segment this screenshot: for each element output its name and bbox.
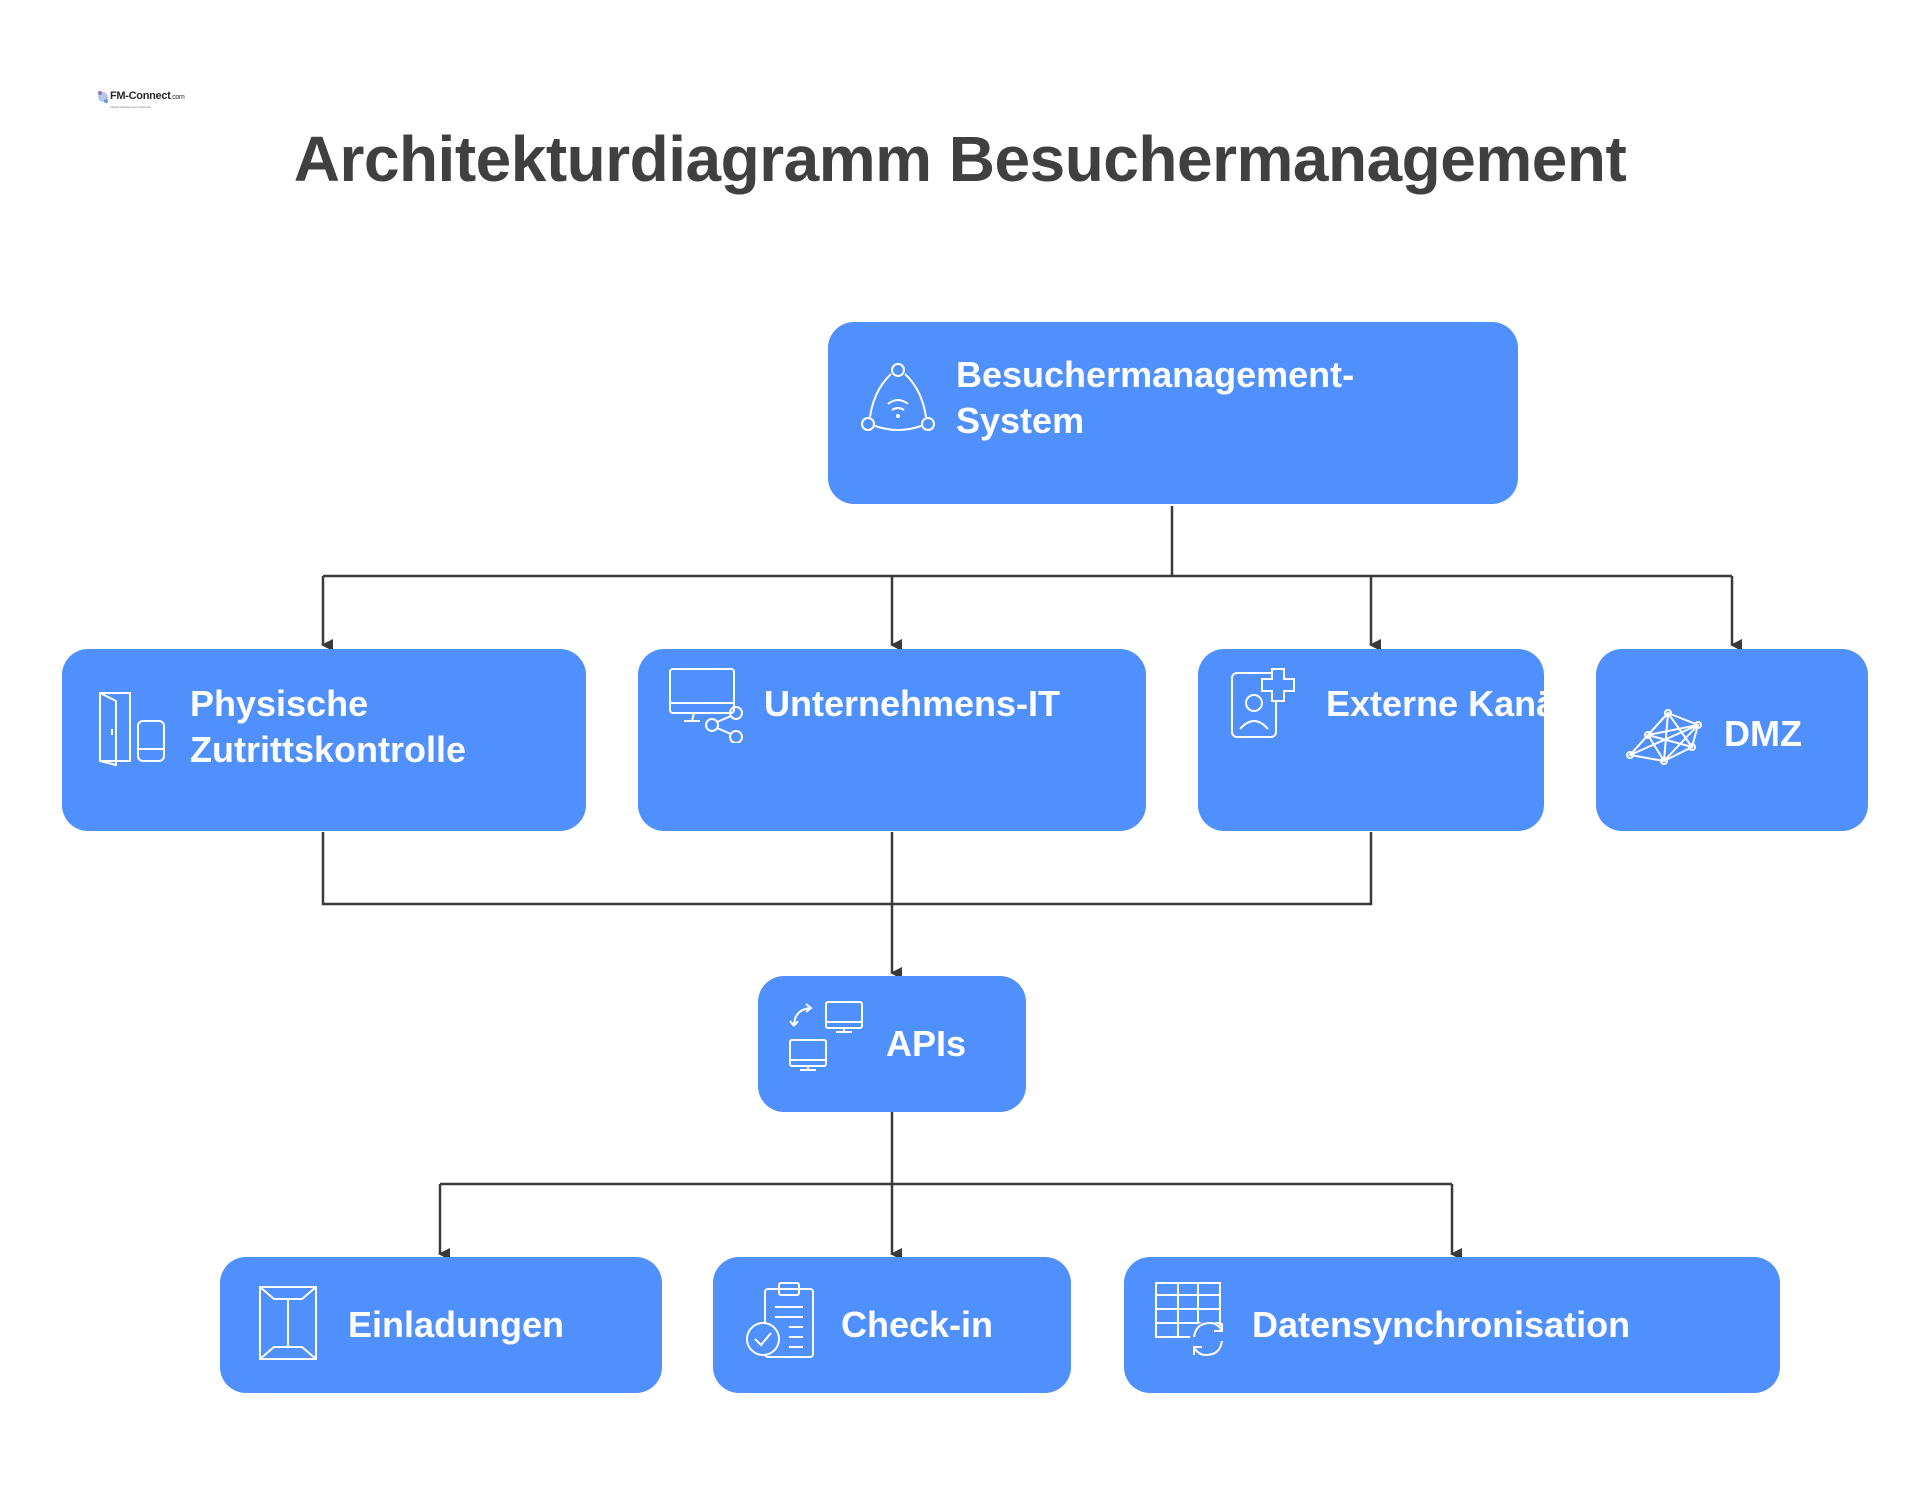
node-data-synchronization: Datensynchronisation [1124, 1257, 1780, 1393]
node-label-root: Besuchermanagement- System [956, 354, 1355, 441]
node-label-it: Unternehmens-IT [764, 683, 1061, 724]
node-label-physical: Physische Zutrittskontrolle [190, 683, 466, 770]
node-physical-access-control: Physische Zutrittskontrolle [62, 649, 586, 831]
computer-share-icon [666, 663, 746, 743]
node-label-invitations: Einladungen [348, 1304, 564, 1345]
node-label-datasync: Datensynchronisation [1252, 1304, 1631, 1345]
node-external-channels: Externe Kanä [1198, 649, 1544, 831]
node-invitations: Einladungen [220, 1257, 662, 1393]
network-triangle-icon [858, 360, 938, 440]
mesh-network-icon [1626, 707, 1706, 767]
logo-name: FM-Connect.com [110, 90, 185, 102]
door-mobile-icon [96, 687, 168, 767]
node-label-apis: APIs [886, 1023, 967, 1064]
node-enterprise-it: Unternehmens-IT [638, 649, 1146, 831]
node-apis: APIs [758, 976, 1026, 1112]
connector-from-physical [321, 832, 1373, 906]
node-visitor-management-system: Besuchermanagement- System [828, 322, 1518, 504]
brand-logo: FM-Connect.com Facility Management Netzw… [96, 84, 185, 118]
node-label-dmz: DMZ [1724, 713, 1802, 754]
logo-tagline: Facility Management Netzwerk [110, 105, 152, 109]
node-dmz: DMZ [1596, 649, 1868, 831]
logo-spark-icon [98, 91, 108, 103]
envelope-icon [256, 1283, 320, 1363]
node-label-external: Externe Kanä [1326, 683, 1544, 724]
node-check-in: Check-in [713, 1257, 1071, 1393]
node-label-checkin: Check-in [841, 1304, 994, 1345]
computers-sync-icon [786, 1000, 866, 1080]
clipboard-check-icon [743, 1281, 823, 1361]
page-title: Architekturdiagramm Besuchermanagement [293, 123, 1627, 195]
user-add-icon [1228, 663, 1308, 743]
table-sync-icon [1152, 1279, 1232, 1359]
